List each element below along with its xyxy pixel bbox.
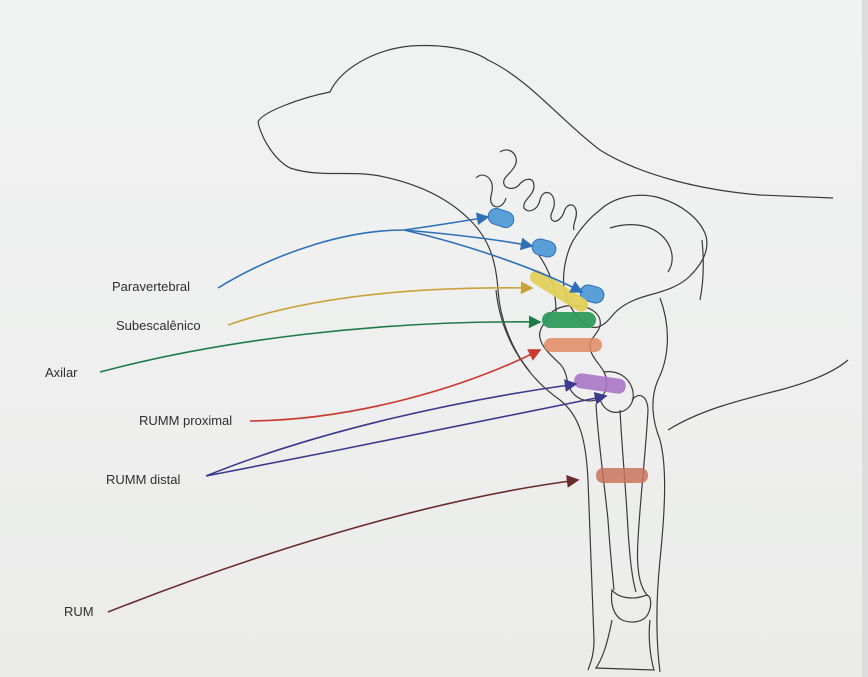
radius (596, 404, 614, 590)
radius-caudal (620, 410, 636, 592)
label-axilar: Axilar (45, 366, 78, 379)
marker-rumm-distal (573, 372, 627, 394)
paw (596, 620, 654, 670)
forelimb-caudal-skin (653, 298, 667, 672)
anatomy-outline (258, 46, 848, 672)
arrow-subescalenico (228, 288, 532, 325)
marker-rum (596, 468, 648, 483)
marker-paravertebral-2 (530, 237, 557, 259)
label-paravertebral: Paravertebral (112, 280, 190, 293)
arrow-paravertebral-2 (404, 230, 532, 246)
chest-contour (668, 360, 848, 430)
ulna (632, 395, 648, 596)
carpus (611, 590, 650, 622)
marker-rumm-proximal (544, 338, 602, 352)
marker-axilar (542, 312, 596, 328)
arrow-rumm-distal-2 (206, 396, 606, 476)
arrow-rum (108, 480, 578, 612)
scapular-spine (610, 225, 672, 272)
cervical-vertebrae-2 (476, 175, 506, 207)
ribcage-line (700, 240, 703, 300)
arrow-rumm-distal-1 (206, 384, 576, 476)
label-subescalenico: Subescalênico (116, 319, 201, 332)
label-rumm-proximal: RUMM proximal (139, 414, 232, 427)
label-rum: RUM (64, 605, 94, 618)
dorsal-contour (258, 46, 833, 198)
arrow-paravertebral-1 (218, 217, 488, 288)
label-rumm-distal: RUMM distal (106, 473, 180, 486)
arrow-rumm-proximal (250, 350, 540, 421)
marker-paravertebral-1 (486, 206, 516, 229)
injection-sites (486, 206, 648, 483)
